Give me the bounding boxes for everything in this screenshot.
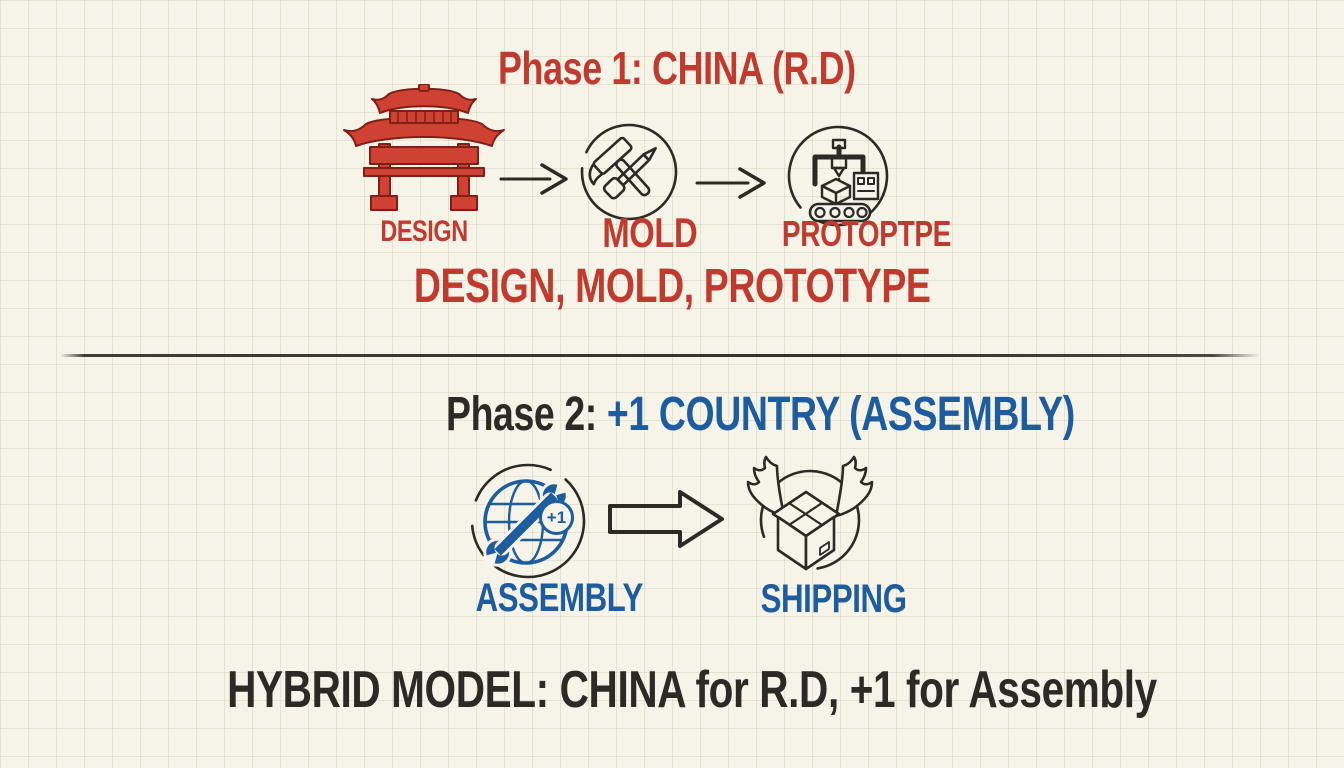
phase1-subtitle: DESIGN, MOLD, PROTOTYPE	[413, 260, 931, 313]
footer-title: HYBRID MODEL: CHINA for R.D, +1 for Asse…	[227, 661, 1157, 719]
china-gate-icon	[338, 84, 510, 216]
hammer-tools-icon	[577, 122, 681, 226]
arrow-right-icon	[498, 160, 572, 198]
prototype-printer-icon	[784, 124, 892, 232]
phase2-title-highlight: +1 COUNTRY (ASSEMBLY)	[606, 388, 1075, 441]
phase1-title: Phase 1: CHINA (R.D)	[498, 42, 957, 94]
block-arrow-icon	[604, 488, 730, 550]
phase2-title-prefix: Phase 2:	[446, 388, 607, 441]
arrow-right-icon	[694, 164, 772, 202]
prototype-label: PROTOPTPE	[781, 213, 952, 254]
assembly-label: ASSEMBLY	[475, 576, 644, 620]
mold-label: MOLD	[602, 209, 698, 256]
globe-wrench-icon: +1	[462, 458, 592, 588]
plus-one-badge: +1	[539, 500, 574, 535]
phase2-title: Phase 2: +1 COUNTRY (ASSEMBLY)	[446, 388, 1252, 441]
winged-box-icon	[726, 452, 876, 590]
shipping-label: SHIPPING	[760, 577, 907, 621]
phase1-title-text: Phase 1: CHINA (R.D)	[498, 42, 856, 94]
section-divider	[60, 354, 1260, 357]
design-label: DESIGN	[380, 215, 468, 248]
